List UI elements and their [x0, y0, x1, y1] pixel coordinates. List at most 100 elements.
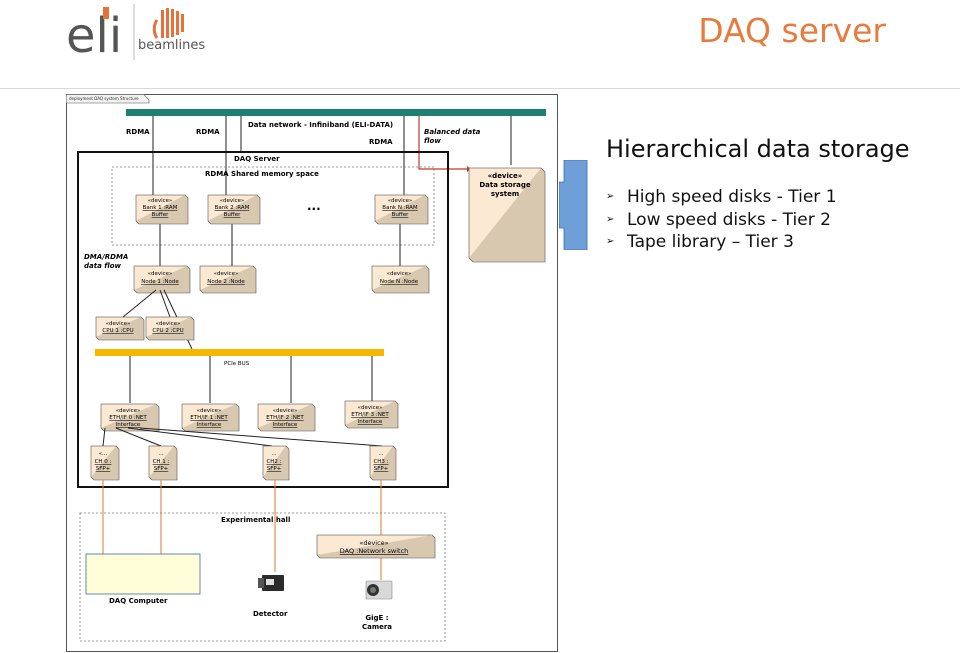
bullet-arrow-icon: ➢ — [606, 213, 615, 225]
svg-text:Bank 2 :RAM: Bank 2 :RAM — [215, 205, 250, 211]
detector-label: Detector — [253, 610, 288, 618]
svg-text:ETH/IF 1 :NET: ETH/IF 1 :NET — [190, 415, 228, 421]
balanced-flow-arrow — [418, 116, 467, 170]
svg-text:«device»: «device» — [116, 408, 141, 414]
svg-text:...: ... — [271, 451, 276, 457]
daq-computer-box — [85, 553, 201, 595]
svg-text:CH3 :: CH3 : — [373, 459, 388, 465]
bullet-arrow-icon: ➢ — [606, 236, 615, 247]
eli-logo-text: eli — [66, 8, 122, 62]
eli-logo: eli — [66, 4, 135, 62]
page-title: DAQ server — [698, 11, 886, 50]
svg-text:«device»: «device» — [387, 271, 412, 277]
network-lines — [152, 116, 512, 195]
svg-text:...: ... — [378, 451, 383, 457]
svg-text:«device»: «device» — [148, 271, 173, 277]
svg-text:DAQ :Network switch: DAQ :Network switch — [340, 547, 409, 555]
cpu-1: «device» CPU 1 :CPU — [95, 316, 145, 341]
pcie-bus-label: PCIe BUS — [224, 361, 250, 367]
bullet-item: ➢High speed disks - Tier 1 — [606, 187, 837, 207]
bank-ellipsis: ... — [307, 199, 321, 213]
svg-text:«device»: «device» — [197, 408, 222, 414]
beamlines-logo-text: beamlines — [138, 38, 206, 53]
svg-text:Bank N :RAM: Bank N :RAM — [382, 205, 418, 211]
svg-text:«device»: «device» — [273, 408, 298, 414]
svg-text:ETH/IF 2 :NET: ETH/IF 2 :NET — [266, 415, 304, 421]
frame-tab — [66, 94, 150, 104]
frame-caption: deployment DAQ system Structure — [69, 96, 139, 101]
svg-text:«device»: «device» — [156, 321, 181, 327]
eth-if-2: «device» ETH/IF 2 :NET Interface — [257, 403, 316, 432]
camera-label-2: Camera — [362, 623, 392, 631]
svg-text:SFP+: SFP+ — [96, 466, 111, 472]
detector-icon — [258, 575, 284, 591]
svg-text:CPU 2 :CPU: CPU 2 :CPU — [152, 328, 183, 334]
bank-1: «device» Bank 1 :RAM Buffer — [135, 194, 189, 225]
node-2: «device» Node 2 :Node — [199, 265, 257, 294]
svg-text:CH 1 :: CH 1 : — [153, 459, 170, 465]
experimental-hall-box — [79, 512, 446, 642]
svg-text:«device»: «device» — [148, 198, 173, 204]
data-network-bar — [126, 109, 546, 116]
svg-text:Node 1 :Node: Node 1 :Node — [141, 279, 179, 285]
svg-text:CPU 1 :CPU: CPU 1 :CPU — [102, 328, 133, 334]
bullet-item: ➢Low speed disks - Tier 2 — [606, 209, 831, 230]
balanced-flow-label-2: flow — [424, 137, 441, 145]
pointer-arrow-icon — [559, 160, 588, 250]
svg-text:CH 0 :: CH 0 : — [95, 459, 112, 465]
daq-architecture-diagram: deployment DAQ system Structure Data net… — [66, 94, 558, 652]
svg-text:«...: «... — [99, 451, 108, 457]
bullet-list: ➢High speed disks - Tier 1 ➢Low speed di… — [606, 186, 837, 254]
channel-1: ... CH 1 : SFP+ — [148, 445, 178, 481]
shared-memory-box — [111, 166, 435, 246]
pcie-bus-bar — [95, 349, 384, 356]
network-switch: «device» DAQ :Network switch — [316, 534, 436, 559]
shared-memory-label: RDMA Shared memory space — [205, 170, 319, 178]
camera-icon — [365, 580, 393, 600]
node-1: «device» Node 1 :Node — [133, 265, 191, 294]
data-network-label: Data network - Infiniband (ELI-DATA) — [248, 121, 393, 129]
cpu-2: «device» CPU 2 :CPU — [145, 316, 195, 341]
svg-text:Interface: Interface — [197, 422, 222, 428]
daq-computer-label: DAQ Computer — [109, 597, 168, 605]
balanced-flow-label-1: Balanced data — [424, 128, 481, 136]
daq-server-label: DAQ Server — [234, 155, 280, 163]
camera-label-1: GigE : — [365, 614, 388, 622]
rdma-label-1: RDMA — [126, 128, 150, 136]
svg-text:Node N :Node: Node N :Node — [380, 279, 419, 285]
svg-text:Buffer: Buffer — [392, 212, 409, 218]
data-storage-system: «device» Data storage system — [468, 167, 546, 263]
dma-flow-label-2: data flow — [84, 262, 122, 270]
dma-flow-label-1: DMA/RDMA — [84, 253, 128, 261]
svg-text:...: ... — [158, 451, 163, 457]
svg-text:CH2 :: CH2 : — [266, 459, 281, 465]
channel-2: ... CH2 : SFP+ — [262, 445, 290, 481]
svg-text:Interface: Interface — [116, 422, 141, 428]
eth-if-3: «device» ETH/IF 3 :NET Interface — [344, 400, 399, 429]
eli-logo-dot — [103, 7, 109, 19]
subheading: Hierarchical data storage — [606, 135, 910, 163]
svg-text:Node 2 :Node: Node 2 :Node — [207, 279, 245, 285]
svg-text:Bank 1 :RAM: Bank 1 :RAM — [143, 205, 178, 211]
svg-text:SFP+: SFP+ — [154, 466, 169, 472]
rdma-label-2: RDMA — [196, 128, 220, 136]
eth-if-0: «device» ETH/IF 0 :NET Interface — [100, 403, 160, 432]
bank-2: «device» Bank 2 :RAM Buffer — [207, 194, 261, 225]
svg-text:Buffer: Buffer — [152, 212, 169, 218]
svg-text:ETH/IF 0 :NET: ETH/IF 0 :NET — [109, 415, 147, 421]
svg-text:Interface: Interface — [358, 419, 383, 425]
svg-text:«device»: «device» — [359, 539, 388, 547]
bullet-item: ➢Tape library – Tier 3 — [606, 232, 794, 252]
svg-text:«device»: «device» — [214, 271, 239, 277]
svg-text:SFP+: SFP+ — [374, 466, 389, 472]
svg-text:«device»: «device» — [488, 172, 523, 180]
svg-text:«device»: «device» — [220, 198, 245, 204]
daq-server-box — [77, 151, 449, 488]
bullet-arrow-icon: ➢ — [606, 191, 615, 202]
svg-text:system: system — [491, 190, 519, 198]
node-n: «device» Node N :Node — [371, 265, 430, 294]
svg-text:Data storage: Data storage — [479, 181, 531, 189]
header-divider — [0, 88, 960, 89]
svg-text:SFP+: SFP+ — [267, 466, 282, 472]
svg-text:Buffer: Buffer — [224, 212, 241, 218]
